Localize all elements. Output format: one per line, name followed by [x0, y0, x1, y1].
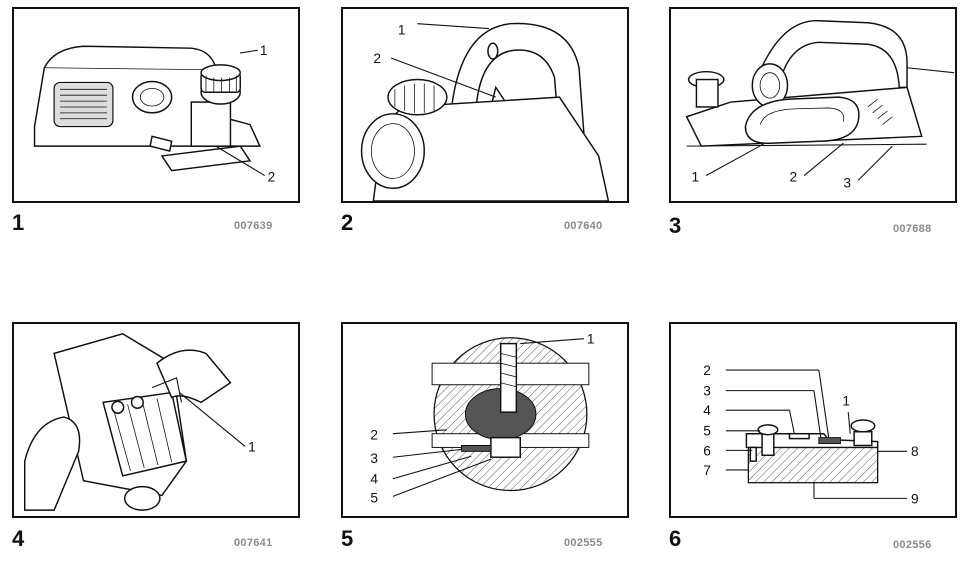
- figure-5-callout-5: 5: [370, 490, 378, 505]
- figure-6-callout-2: 2: [703, 363, 711, 378]
- figure-6-callout-3: 3: [703, 384, 711, 399]
- figure-5-number: 5: [341, 526, 354, 551]
- drum-cross-section-drawing: 1 2 3 4 5: [370, 332, 595, 506]
- figure-1-callout-1: 1: [260, 43, 268, 58]
- figure-6-callout-7: 7: [703, 463, 711, 478]
- figure-3-callout-2: 2: [789, 169, 797, 184]
- figure-6-callout-1: 1: [842, 393, 850, 408]
- figure-3-code: 007688: [893, 223, 932, 235]
- figure-5-callout-3: 3: [370, 451, 378, 466]
- figure-6-callout-6: 6: [703, 443, 711, 458]
- figure-5-illustration: 1 2 3 4 5: [341, 322, 629, 518]
- planer-depth-knob-drawing: 1 2: [33, 43, 276, 184]
- figure-1-number: 1: [12, 210, 25, 235]
- figure-6-code: 002556: [893, 539, 932, 551]
- figure-2-code: 007640: [564, 220, 603, 232]
- figure-3-callout-1: 1: [692, 169, 700, 184]
- hands-wrench-drawing: 1: [24, 333, 256, 511]
- figure-3-number: 3: [669, 213, 682, 238]
- figure-4-number: 4: [12, 526, 25, 551]
- planer-side-view-drawing: 1 2 3: [685, 20, 955, 190]
- figure-4-illustration: 1: [12, 322, 300, 518]
- figure-2-number: 2: [341, 210, 354, 235]
- figure-2-illustration: 1 2: [341, 7, 629, 203]
- figure-2-callout-1: 1: [398, 22, 406, 37]
- figure-3-callout-3: 3: [843, 175, 851, 190]
- figure-3-illustration: 1 2 3: [669, 7, 957, 203]
- figure-1-code: 007639: [234, 220, 273, 232]
- figure-6-illustration: 2 3 4 5 6 7 1 8 9: [669, 322, 957, 518]
- figure-5-code: 002555: [564, 537, 603, 549]
- figure-5-callout-2: 2: [370, 428, 378, 443]
- figure-6-number: 6: [669, 526, 682, 551]
- figure-1-illustration: 1 2: [12, 7, 300, 203]
- planer-handle-switch-drawing: 1 2: [360, 22, 610, 201]
- figure-6-callout-5: 5: [703, 424, 711, 439]
- figure-4-callout-1: 1: [248, 439, 256, 454]
- figure-5-callout-4: 4: [370, 472, 378, 487]
- blade-gauge-section-drawing: 2 3 4 5 6 7 1 8 9: [703, 363, 919, 506]
- figure-4-code: 007641: [234, 537, 273, 549]
- figure-1-callout-2: 2: [268, 169, 276, 184]
- figure-6-callout-9: 9: [911, 491, 919, 506]
- figure-5-callout-1: 1: [587, 332, 595, 347]
- figure-6-callout-4: 4: [703, 403, 711, 418]
- figure-2-callout-2: 2: [373, 51, 381, 66]
- figure-6-callout-8: 8: [911, 444, 919, 459]
